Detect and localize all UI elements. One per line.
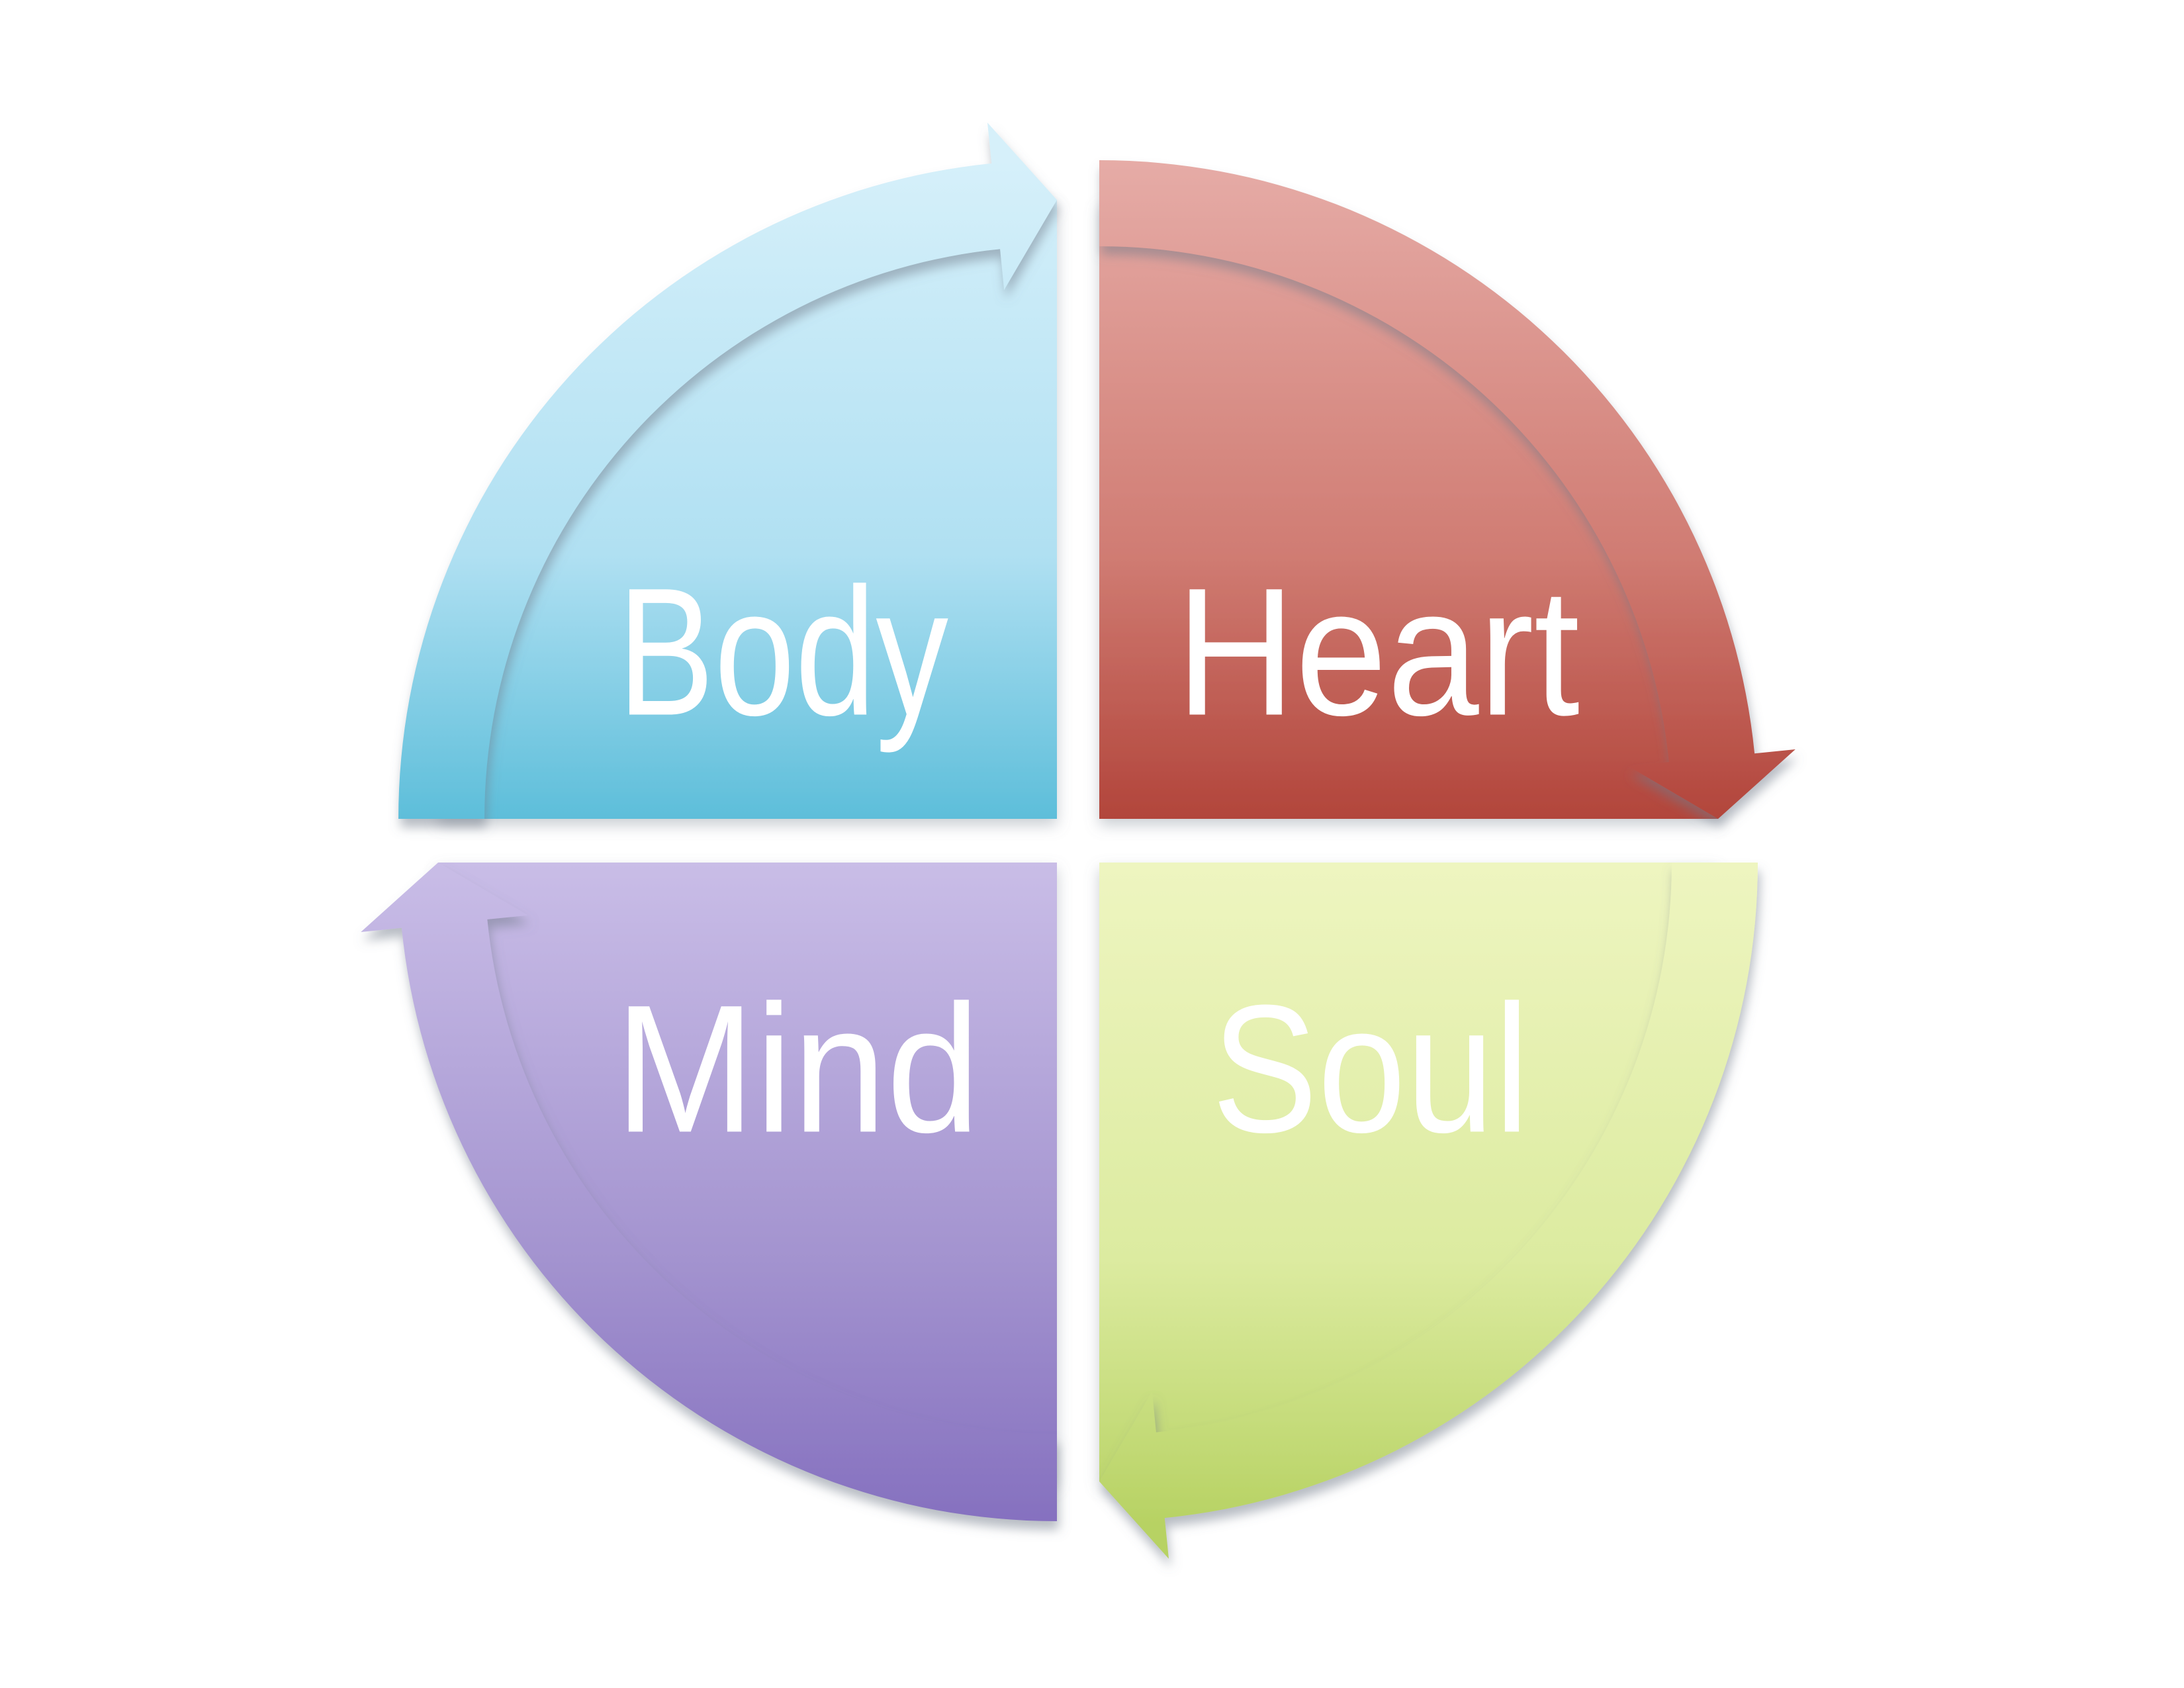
segment-mind: Mind	[361, 863, 1058, 1521]
soul-arrow-icon	[1099, 863, 1758, 1559]
heart-arrow-icon	[1099, 160, 1796, 819]
body-quarter-shape	[438, 200, 1057, 819]
segment-heart: Heart	[1099, 160, 1796, 819]
segment-body: Body	[398, 122, 1057, 820]
soul-quarter-shape	[1099, 863, 1718, 1481]
mind-label: Mind	[615, 968, 980, 1171]
mind-arrow-icon	[361, 863, 1058, 1521]
body-arrow-icon	[398, 122, 1057, 820]
soul-label: Soul	[1212, 968, 1529, 1171]
segment-soul: Soul	[1099, 863, 1758, 1559]
heart-label: Heart	[1176, 551, 1580, 754]
mind-quarter-shape	[438, 863, 1057, 1481]
heart-quarter-shape	[1099, 200, 1718, 819]
body-label: Body	[617, 551, 948, 755]
